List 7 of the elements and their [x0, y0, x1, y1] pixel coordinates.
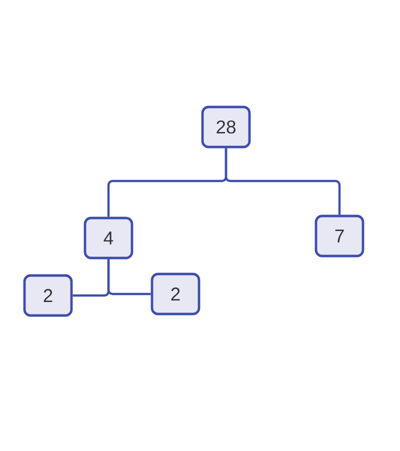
tree-node: 7	[314, 214, 364, 258]
tree-node: 28	[201, 106, 251, 148]
tree-node: 2	[150, 272, 200, 316]
connector-line	[224, 148, 341, 215]
connector-line	[107, 259, 151, 296]
tree-node: 2	[23, 274, 73, 317]
tree-node: 4	[84, 216, 134, 260]
